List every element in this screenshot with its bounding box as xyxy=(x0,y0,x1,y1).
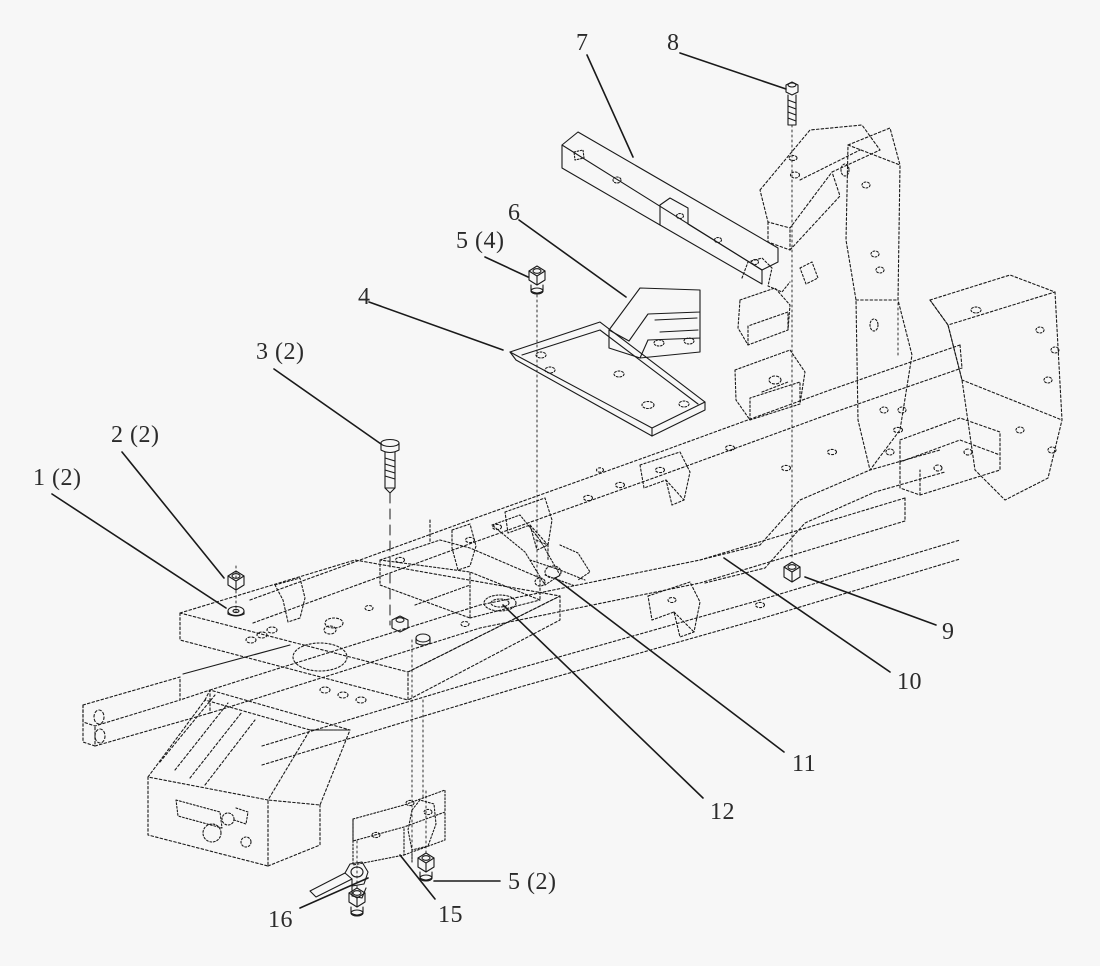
callout-label-c8: 8 xyxy=(667,30,680,56)
rear-hook-detail-2 xyxy=(799,261,819,285)
rear-hook-detail xyxy=(741,257,791,293)
leader-line-2--2- xyxy=(121,451,225,579)
leader-line-12 xyxy=(502,604,704,799)
callout-label-c11: 11 xyxy=(792,751,817,777)
rear-support-arm xyxy=(759,124,881,251)
leader-line-9 xyxy=(804,576,937,626)
rear-main-plate-holes xyxy=(861,181,907,456)
callout-label-c5b: 5 (2) xyxy=(508,869,557,895)
leader-line-10 xyxy=(723,557,891,673)
leader-line-11 xyxy=(554,577,785,753)
rail-tabs xyxy=(274,451,691,623)
leader-line-6 xyxy=(518,219,627,298)
center-hitch-detail xyxy=(483,514,591,612)
flange-nut-5b-left xyxy=(348,887,366,917)
left-rail-lower xyxy=(261,539,961,766)
nose-rail-edge xyxy=(182,644,291,675)
front-tray-detail xyxy=(175,799,252,848)
callout-label-c9: 9 xyxy=(942,619,955,645)
callout-label-c7: 7 xyxy=(576,30,589,56)
front-deck-plate xyxy=(179,559,561,701)
leader-line-1--2- xyxy=(51,493,227,609)
rear-main-plate xyxy=(845,127,913,471)
rear-lower-tabs xyxy=(647,581,701,638)
front-deck-holes xyxy=(245,604,470,704)
upper-angle-rail-7 xyxy=(561,131,779,285)
bolt-8 xyxy=(785,81,799,126)
callout-label-c3: 3 (2) xyxy=(256,339,305,365)
bottom-bracket-15 xyxy=(352,789,446,866)
callout-label-c16: 16 xyxy=(268,907,293,933)
front-tray xyxy=(147,689,351,867)
callout-label-c6: 6 xyxy=(508,200,521,226)
leader-line-8 xyxy=(679,52,787,90)
left-frame-rail xyxy=(209,497,906,714)
nut-9 xyxy=(783,561,801,583)
leader-line-15 xyxy=(399,854,436,900)
callout-label-c1: 1 (2) xyxy=(33,465,82,491)
gusset-6 xyxy=(608,287,701,359)
leader-lines xyxy=(51,52,937,909)
callout-label-c15: 15 xyxy=(438,902,463,928)
mount-plate-4-holes xyxy=(535,351,690,410)
mount-plate-4 xyxy=(509,321,706,437)
deck-fastener-cluster xyxy=(391,615,431,646)
callout-label-c5: 5 (4) xyxy=(456,228,505,254)
leader-line-5--4- xyxy=(484,256,529,278)
leader-line-7 xyxy=(586,54,634,158)
rear-lower-rail xyxy=(899,417,1001,496)
callout-label-c10: 10 xyxy=(897,669,922,695)
leader-line-3--2- xyxy=(273,368,382,445)
rear-connector-gusset xyxy=(734,287,806,421)
far-right-plate-holes xyxy=(970,306,1060,454)
front-nose-rail xyxy=(82,676,211,747)
clip-rod-16 xyxy=(309,861,369,899)
rear-support-holes xyxy=(788,154,850,179)
gusset-6-holes xyxy=(653,337,695,347)
bolt-3 xyxy=(380,438,400,494)
callout-label-c12: 12 xyxy=(710,799,735,825)
callout-label-c2: 2 (2) xyxy=(111,422,160,448)
flange-nut-5b-right xyxy=(417,852,435,882)
leader-line-4 xyxy=(368,301,504,351)
flange-nut-5a xyxy=(528,265,546,295)
far-right-plate xyxy=(929,274,1063,501)
callout-label-c4: 4 xyxy=(358,284,371,310)
leader-line-16 xyxy=(299,877,369,909)
center-cross-member xyxy=(379,539,541,619)
upper-frame-rail xyxy=(249,344,963,624)
upper-rail-7-holes xyxy=(573,149,760,266)
rear-rail-riser xyxy=(699,449,946,584)
